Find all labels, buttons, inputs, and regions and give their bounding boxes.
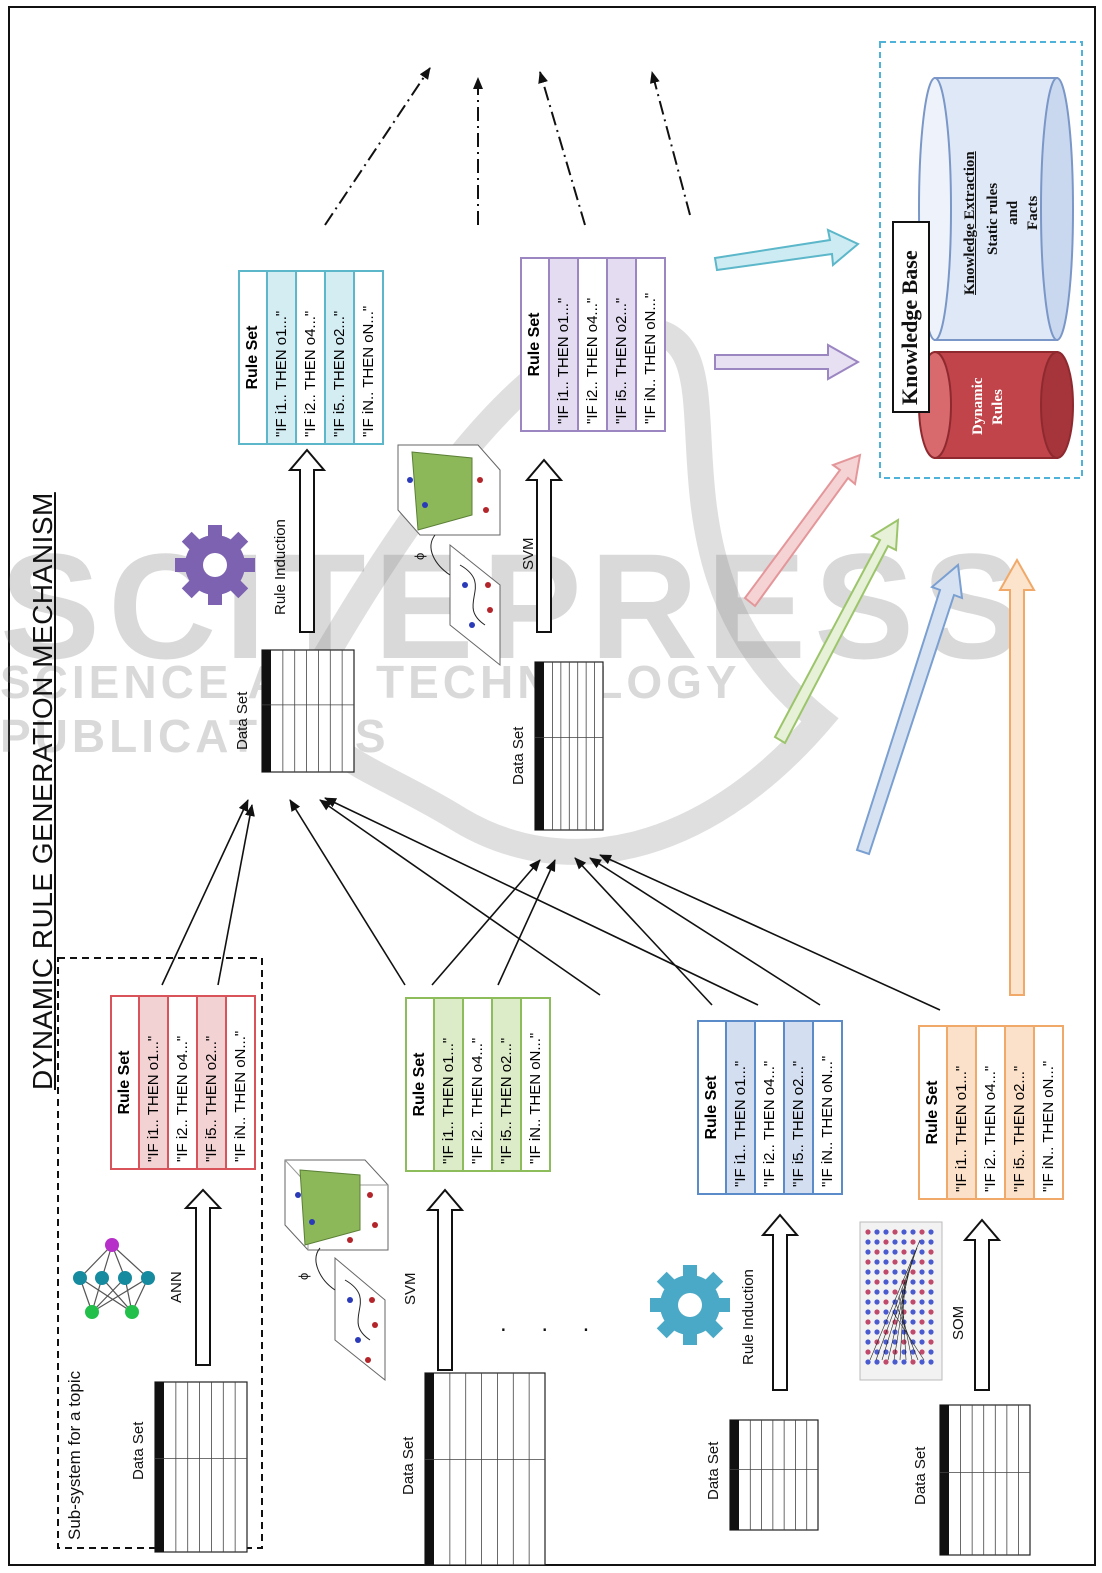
rule-set-ann: Rule Set"IF i1.. THEN o1...""IF i2.. THE… bbox=[110, 995, 256, 1170]
rule-set-row: "IF iN.. THEN oN..." bbox=[819, 1055, 836, 1187]
dataset-table-top-1 bbox=[261, 649, 355, 773]
ellipsis: . . . bbox=[500, 1310, 604, 1337]
phi-symbol-top: ϕ bbox=[412, 552, 427, 560]
arrow-kb-som bbox=[998, 557, 1036, 996]
dataset-table-top-2 bbox=[534, 661, 604, 831]
arrow-kb-svm bbox=[773, 518, 900, 745]
gear-icon-blue bbox=[650, 1265, 730, 1345]
rule-set-row: "IF i5.. THEN o2..." bbox=[198, 997, 227, 1168]
rule-set-row: "IF i2.. THEN o4..." bbox=[756, 1022, 785, 1193]
rule-set-row: "IF iN.. THEN oN..." bbox=[232, 1030, 249, 1162]
rule-set-header: Rule Set bbox=[240, 272, 268, 443]
knowledge-base-title: Knowledge Base bbox=[897, 250, 922, 405]
rule-set-row: "IF i1.. THEN o1..." bbox=[435, 999, 464, 1170]
rule-set-row: "IF iN.. THEN oN..." bbox=[1040, 1060, 1057, 1192]
dataset-label-top-2: Data Set bbox=[510, 726, 527, 785]
dataset-table-som bbox=[939, 1404, 1031, 1556]
page-title: DYNAMIC RULE GENERATION MECHANISM bbox=[27, 492, 58, 1090]
dataset-table-ann bbox=[154, 1381, 248, 1553]
dynamic-rules-cylinder bbox=[918, 351, 1074, 459]
knowledge-base-title-box bbox=[892, 221, 930, 413]
rule-set-row: "IF i2.. THEN o4..." bbox=[579, 259, 608, 430]
knowledge-base-box bbox=[879, 41, 1083, 479]
phi-symbol-bottom: ϕ bbox=[296, 1272, 311, 1280]
facts-text: Facts bbox=[1025, 195, 1041, 230]
rule-set-svm: Rule Set"IF i1.. THEN o1...""IF i2.. THE… bbox=[405, 997, 551, 1172]
rule-set-row: "IF iN.. THEN oN..." bbox=[527, 1032, 544, 1164]
dynamic-text: Dynamic bbox=[970, 377, 986, 436]
rule-set-header: Rule Set bbox=[522, 259, 550, 430]
arrow-kb-ri bbox=[855, 563, 964, 856]
arrow-rule-induction bbox=[760, 1213, 800, 1391]
dataset-label-ann: Data Set bbox=[130, 1421, 147, 1480]
method-label-top-rule-induction: Rule Induction bbox=[272, 519, 289, 615]
rule-set-row: "IF i1.. THEN o1..." bbox=[948, 1027, 977, 1198]
arrow-som bbox=[962, 1218, 1002, 1391]
rule-set-row: "IF i2.. THEN o4..." bbox=[297, 272, 326, 443]
method-label-rule-induction: Rule Induction bbox=[740, 1269, 757, 1365]
arrow-kb-ann bbox=[743, 453, 862, 608]
static-rules-text: Static rules bbox=[985, 182, 1001, 255]
som-grid-icon bbox=[859, 1221, 943, 1381]
rule-set-header: Rule Set bbox=[407, 999, 435, 1170]
dataset-label-som: Data Set bbox=[912, 1446, 929, 1505]
rule-set-row: "IF i5.. THEN o2..." bbox=[785, 1022, 814, 1193]
dataset-table-ri bbox=[729, 1419, 819, 1531]
knowledge-extraction-title: Knowledge Extraction bbox=[962, 151, 978, 295]
method-label-ann: ANN bbox=[168, 1271, 185, 1303]
rule-set-row: "IF i5.. THEN o2..." bbox=[608, 259, 637, 430]
svm-illustration-top bbox=[397, 444, 501, 667]
method-label-top-svm: SVM bbox=[520, 537, 537, 570]
arrow-svm bbox=[425, 1188, 465, 1371]
diagram-frame bbox=[8, 6, 1096, 1566]
arrow-kb-top-svm bbox=[714, 343, 861, 381]
rule-set-header: Rule Set bbox=[112, 997, 140, 1168]
rule-set-rule-induction: Rule Set"IF i1.. THEN o1...""IF i2.. THE… bbox=[697, 1020, 843, 1195]
method-label-som: SOM bbox=[950, 1305, 967, 1340]
rule-set-header: Rule Set bbox=[920, 1027, 948, 1198]
dataset-label-top-1: Data Set bbox=[234, 691, 251, 750]
rule-set-row: "IF i1.. THEN o1..." bbox=[268, 272, 297, 443]
ann-network-icon bbox=[73, 1238, 155, 1319]
arrow-ann bbox=[183, 1188, 223, 1366]
rule-set-row: "IF iN.. THEN oN..." bbox=[360, 305, 377, 437]
dataset-label-svm: Data Set bbox=[400, 1436, 417, 1495]
rule-set-row: "IF iN.. THEN oN..." bbox=[642, 292, 659, 424]
rule-set-top-rule-induction: Rule Set"IF i1.. THEN o1...""IF i2.. THE… bbox=[238, 270, 384, 445]
gear-icon-purple bbox=[175, 525, 255, 605]
rule-set-row: "IF i2.. THEN o4..." bbox=[169, 997, 198, 1168]
arrow-kb-top-ri bbox=[713, 228, 860, 272]
rules-text: Rules bbox=[990, 389, 1006, 425]
dataset-table-svm bbox=[424, 1372, 546, 1566]
rule-set-row: "IF i2.. THEN o4..." bbox=[977, 1027, 1006, 1198]
rule-set-top-svm: Rule Set"IF i1.. THEN o1...""IF i2.. THE… bbox=[520, 257, 666, 432]
subsystem-box bbox=[57, 957, 263, 1549]
svm-illustration-bottom bbox=[284, 1159, 389, 1382]
rule-set-row: "IF i2.. THEN o4..." bbox=[464, 999, 493, 1170]
rule-set-row: "IF i5.. THEN o2..." bbox=[493, 999, 522, 1170]
rule-set-row: "IF i1.. THEN o1..." bbox=[727, 1022, 756, 1193]
rule-set-row: "IF i1.. THEN o1..." bbox=[550, 259, 579, 430]
rule-set-row: "IF i5.. THEN o2..." bbox=[326, 272, 355, 443]
subsystem-label: Sub-system for a topic bbox=[65, 1370, 84, 1540]
arrow-top-rule-induction bbox=[287, 448, 327, 633]
watermark-swoosh bbox=[285, 316, 839, 865]
arrow-top-svm bbox=[524, 458, 564, 633]
method-label-svm: SVM bbox=[402, 1272, 419, 1305]
rule-set-header: Rule Set bbox=[699, 1022, 727, 1193]
rule-set-row: "IF i5.. THEN o2..." bbox=[1006, 1027, 1035, 1198]
rule-set-som: Rule Set"IF i1.. THEN o1...""IF i2.. THE… bbox=[918, 1025, 1064, 1200]
dataset-label-ri: Data Set bbox=[705, 1441, 722, 1500]
rule-set-row: "IF i1.. THEN o1..." bbox=[140, 997, 169, 1168]
static-and-text: and bbox=[1005, 200, 1021, 225]
